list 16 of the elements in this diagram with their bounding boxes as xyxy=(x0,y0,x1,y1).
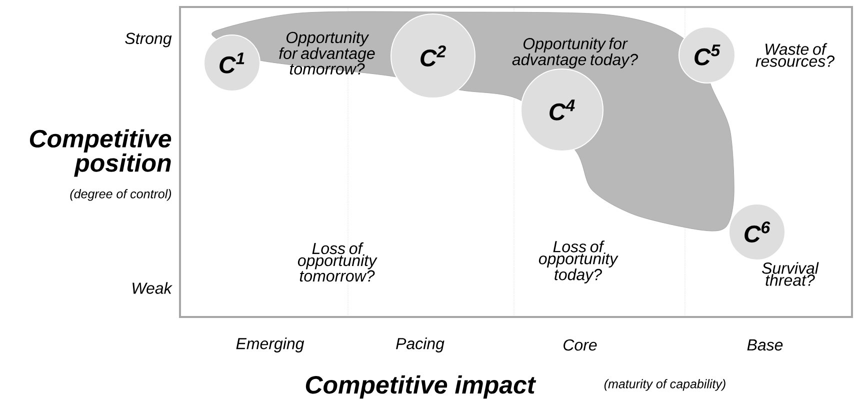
axis-subtitle: (maturity of capability) xyxy=(604,379,726,391)
axis-label: Weak xyxy=(132,282,172,294)
quadrant-label: Loss of opportunity tomorrow? xyxy=(298,242,378,282)
quadrant-label: Survival threat? xyxy=(762,262,819,286)
axis-title: Competitive impact xyxy=(306,375,536,399)
axis-subtitle: (degree of control) xyxy=(70,189,172,201)
quadrant-label: Opportunity for advantage today? xyxy=(512,38,638,68)
axis-label: Emerging xyxy=(236,338,304,352)
axis-label: Base xyxy=(747,339,783,351)
axis-label: Pacing xyxy=(396,338,444,352)
axis-title: Competitive position xyxy=(30,129,172,177)
quadrant-label: Opportunity for advantage tomorrow? xyxy=(279,31,375,75)
axis-label: Strong xyxy=(125,32,172,48)
quadrant-label: Waste of resources? xyxy=(756,43,834,67)
axis-label: Core xyxy=(564,339,597,351)
quadrant-label: Loss of opportunity today? xyxy=(538,240,618,284)
